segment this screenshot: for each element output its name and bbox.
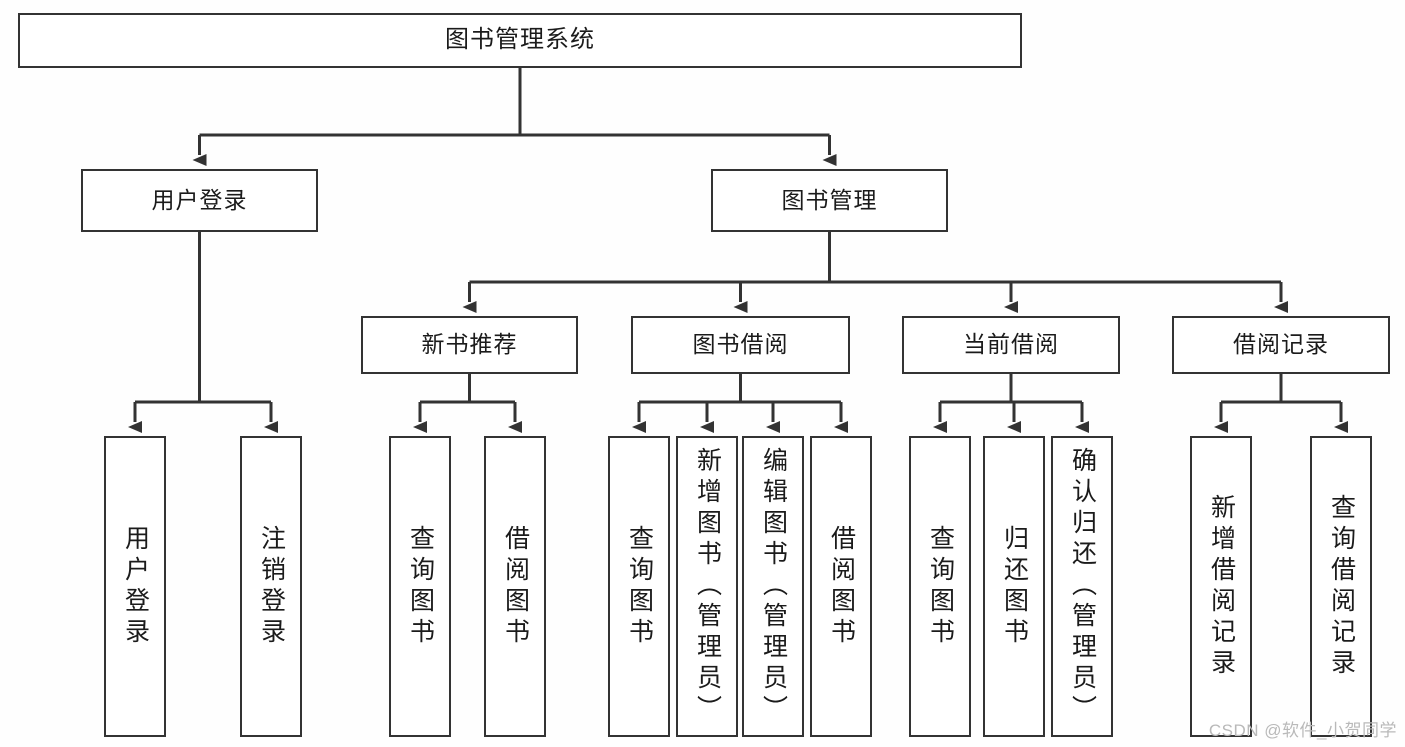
node-label: 查询图书 <box>625 524 654 649</box>
node-label: 用户登录 <box>121 524 150 649</box>
node-label: 查询图书 <box>926 524 955 649</box>
node-leaf-borrow-book-1[interactable]: 借阅图书 <box>484 436 546 737</box>
node-label: 新书推荐 <box>421 331 518 358</box>
node-label: 注销登录 <box>257 524 286 649</box>
node-label: 用户登录 <box>151 186 248 213</box>
node-label: 借阅图书 <box>501 524 530 649</box>
node-label: 查询借阅记录 <box>1327 493 1356 680</box>
node-leaf-return-book[interactable]: 归还图书 <box>983 436 1045 737</box>
node-leaf-edit-book[interactable]: 编辑图书（管理员） <box>742 436 804 737</box>
node-label: 图书借阅 <box>692 331 789 358</box>
node-label: 图书管理系统 <box>445 26 595 54</box>
node-current-borrow[interactable]: 当前借阅 <box>902 316 1120 374</box>
node-leaf-user-login[interactable]: 用户登录 <box>104 436 166 737</box>
node-label: 确认归还（管理员） <box>1068 447 1097 726</box>
node-leaf-add-book[interactable]: 新增图书（管理员） <box>676 436 738 737</box>
node-root-system[interactable]: 图书管理系统 <box>18 13 1022 68</box>
node-label: 查询图书 <box>406 524 435 649</box>
node-leaf-query-book-2[interactable]: 查询图书 <box>608 436 670 737</box>
watermark-text: CSDN @软件_小贺同学 <box>1208 721 1397 740</box>
node-borrow-record[interactable]: 借阅记录 <box>1172 316 1390 374</box>
node-leaf-logout-login[interactable]: 注销登录 <box>240 436 302 737</box>
node-leaf-query-borrow-record[interactable]: 查询借阅记录 <box>1310 436 1372 737</box>
node-leaf-borrow-book-2[interactable]: 借阅图书 <box>810 436 872 737</box>
node-leaf-add-borrow-record[interactable]: 新增借阅记录 <box>1190 436 1252 737</box>
node-user-login[interactable]: 用户登录 <box>81 169 318 232</box>
node-label: 新增借阅记录 <box>1207 493 1236 680</box>
node-book-manage[interactable]: 图书管理 <box>711 169 948 232</box>
node-label: 编辑图书（管理员） <box>759 447 788 726</box>
node-leaf-confirm-return[interactable]: 确认归还（管理员） <box>1051 436 1113 737</box>
node-label: 图书管理 <box>781 186 878 213</box>
node-label: 当前借阅 <box>963 331 1059 358</box>
node-label: 借阅记录 <box>1233 331 1329 358</box>
node-label: 借阅图书 <box>827 524 856 649</box>
node-leaf-query-book-3[interactable]: 查询图书 <box>909 436 971 737</box>
node-book-borrow[interactable]: 图书借阅 <box>631 316 850 374</box>
node-label: 归还图书 <box>1000 524 1029 649</box>
node-leaf-query-book-1[interactable]: 查询图书 <box>389 436 451 737</box>
node-label: 新增图书（管理员） <box>693 447 722 726</box>
node-new-book-recommend[interactable]: 新书推荐 <box>361 316 578 374</box>
